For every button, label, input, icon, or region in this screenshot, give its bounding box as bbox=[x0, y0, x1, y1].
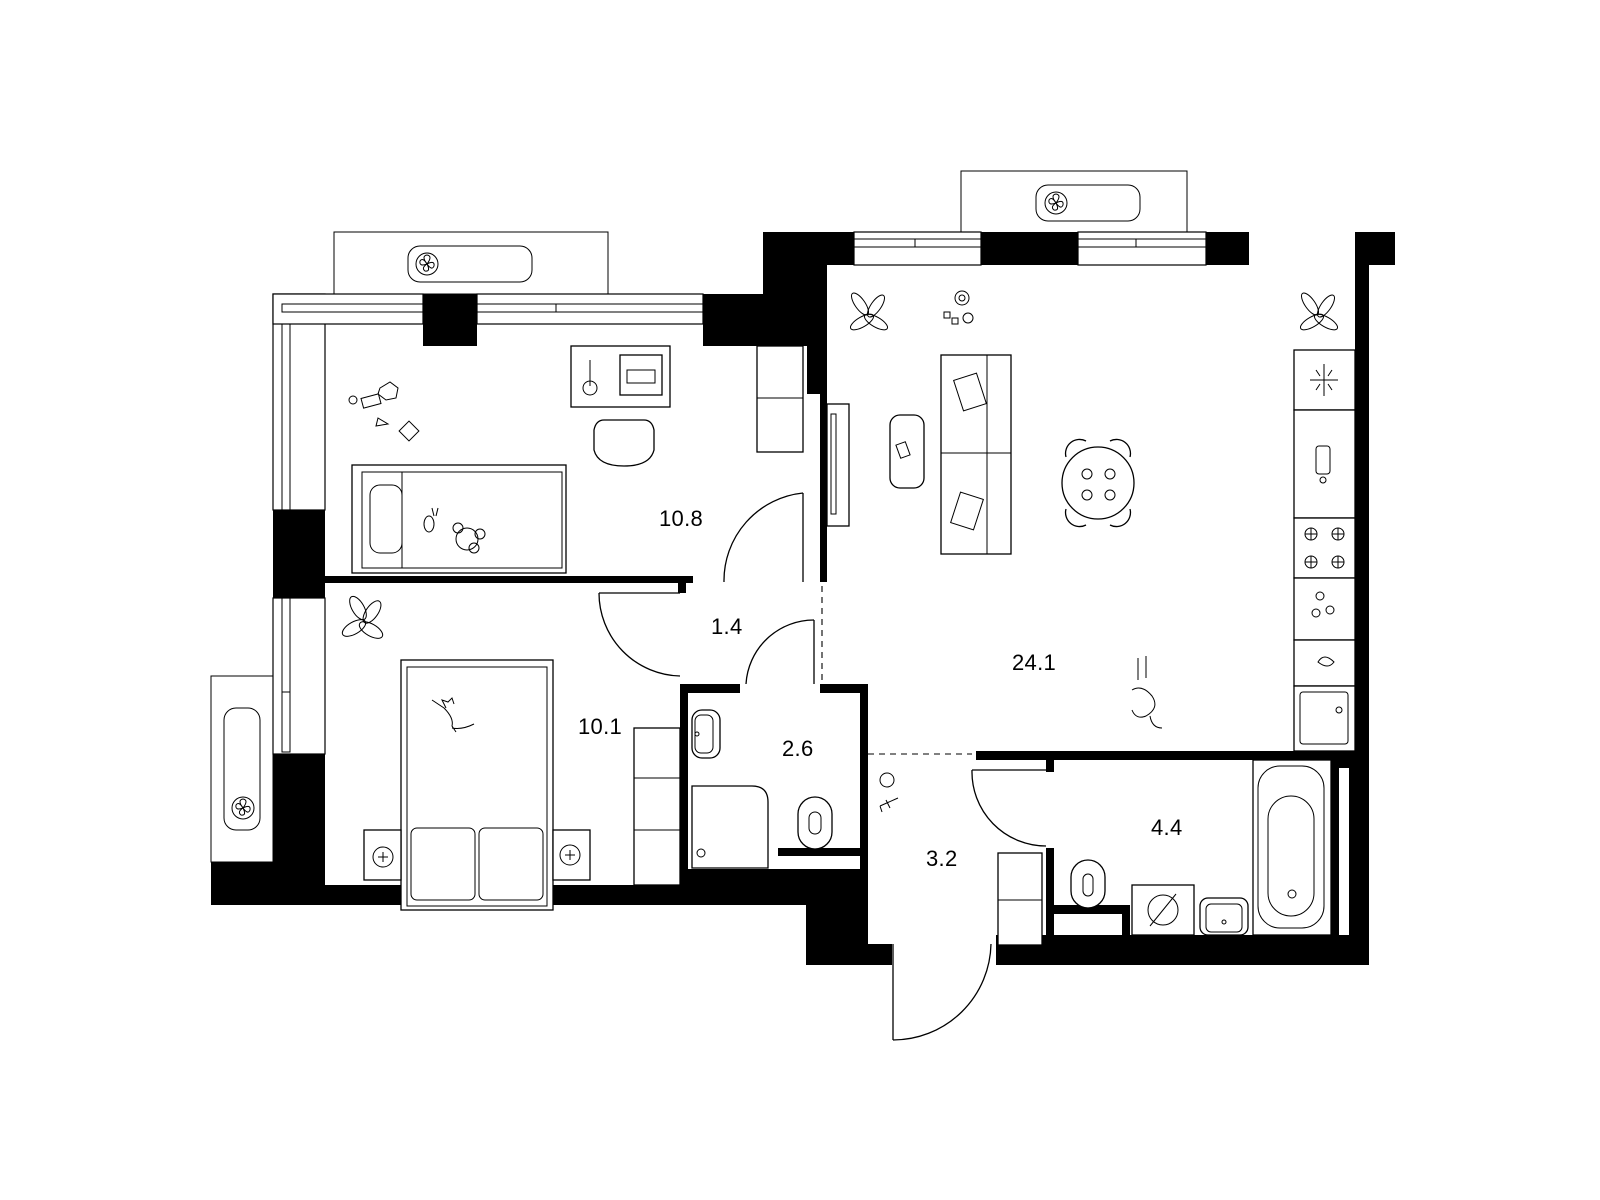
room-area-entrance-hall: 3.2 bbox=[926, 846, 958, 871]
room-area-hallway: 1.4 bbox=[711, 614, 743, 639]
nightstand-left bbox=[363, 829, 402, 881]
room-area-bathroom: 4.4 bbox=[1151, 815, 1183, 840]
cat-icon bbox=[431, 697, 475, 733]
balcony-top-right bbox=[960, 170, 1188, 235]
desk bbox=[570, 345, 671, 408]
plant-icon bbox=[849, 292, 889, 331]
window-left-facade bbox=[272, 293, 326, 755]
wardrobe-bedroom bbox=[633, 727, 681, 886]
door-bedroom bbox=[598, 592, 681, 677]
spoon-icon bbox=[1317, 656, 1335, 667]
washing-machine bbox=[1131, 884, 1195, 936]
room-area-bedroom: 10.1 bbox=[578, 714, 623, 739]
wardrobe-kids bbox=[756, 345, 804, 453]
freezer-icon bbox=[1310, 364, 1338, 396]
toilet-shower-room bbox=[797, 796, 833, 850]
fan-icon bbox=[415, 252, 439, 276]
door-shower bbox=[745, 619, 815, 685]
double-bed bbox=[400, 659, 554, 911]
teddy-bear-icon bbox=[452, 522, 486, 554]
toys-icon bbox=[879, 772, 899, 813]
room-area-living-kitchen: 24.1 bbox=[1012, 650, 1057, 675]
toys-icon bbox=[348, 381, 420, 442]
door-kids-room bbox=[723, 492, 804, 583]
fruits-icon bbox=[1311, 591, 1335, 618]
shower-tray bbox=[691, 785, 769, 869]
walls bbox=[211, 232, 1395, 965]
kitchen-counter bbox=[1293, 349, 1356, 752]
fan-icon bbox=[231, 796, 255, 820]
plant-icon bbox=[1299, 292, 1339, 331]
dining-table bbox=[1061, 438, 1135, 528]
fan-icon bbox=[1044, 191, 1068, 215]
kitchen-sink bbox=[1299, 691, 1349, 745]
sofa bbox=[940, 354, 1012, 555]
door-bathroom bbox=[971, 769, 1047, 847]
coffee-table bbox=[889, 414, 925, 489]
balcony-left bbox=[210, 675, 274, 863]
chair bbox=[593, 419, 655, 467]
stove-icon bbox=[1304, 527, 1345, 569]
door-entrance bbox=[892, 943, 992, 1041]
toilet-bathroom bbox=[1070, 859, 1106, 909]
sink-bathroom bbox=[1199, 897, 1249, 936]
plant-icon bbox=[341, 595, 384, 639]
shoe-cabinet bbox=[997, 852, 1043, 946]
sink-shower-room bbox=[691, 709, 721, 759]
room-area-shower-room: 2.6 bbox=[782, 736, 814, 761]
kids-bed bbox=[351, 464, 567, 574]
bathtub bbox=[1252, 759, 1332, 936]
cutting-board-icon bbox=[1315, 445, 1331, 484]
nightstand-right bbox=[552, 829, 591, 881]
tv bbox=[826, 403, 850, 527]
toy-blocks-icon bbox=[943, 290, 974, 325]
rabbit-toy-icon bbox=[1131, 656, 1163, 729]
window-top-kids bbox=[272, 293, 704, 325]
balcony-top-left bbox=[333, 231, 609, 295]
bunny-toy-icon bbox=[423, 507, 439, 533]
room-area-kids-room: 10.8 bbox=[659, 506, 704, 531]
